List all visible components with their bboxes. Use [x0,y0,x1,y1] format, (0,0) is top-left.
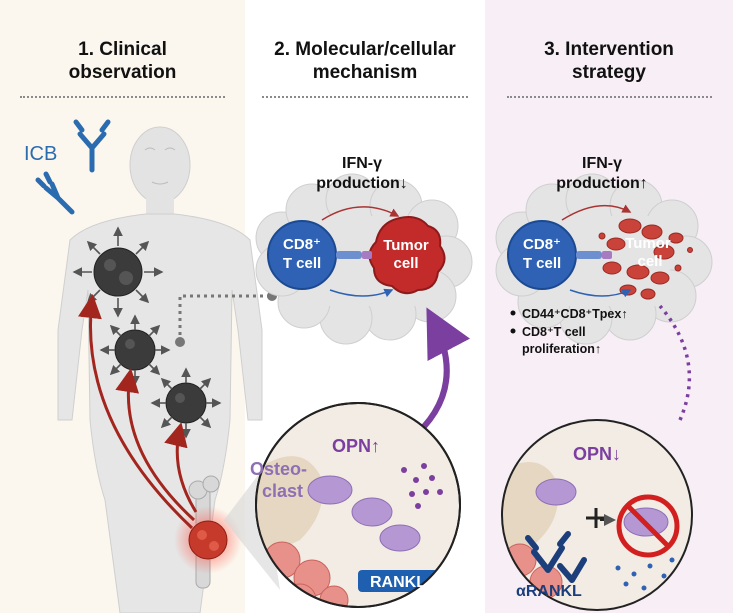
bullet-2-line1: CD8⁺T cell [522,325,586,339]
panel-2-title: 2. Molecular/cellular mechanism [274,39,456,83]
tumor-lung [72,226,164,318]
bone-niche-2 [255,402,461,608]
ifn-3-line2: production↑ [556,175,648,192]
ifn-2-line2: production↓ [316,175,408,192]
tumor-cell-3-line2: cell [637,253,662,270]
t-cell-2: CD8⁺ T cell [267,220,337,290]
bullet-dot-1 [510,310,516,316]
t-cell-2-line2: T cell [283,255,321,272]
tumor-cell-2-line1: Tumor [383,237,429,254]
synapse-arrows-3 [561,204,632,298]
opn-3-label: OPN↓ [573,444,621,464]
tumor-liver [99,314,171,386]
opn-dotted-arrow [658,304,692,421]
panel-1-divider [20,96,225,98]
osteoclast-line1: Osteo- [250,459,307,479]
ifn-3-line1: IFN-γ [582,155,622,172]
icb-label: ICB [24,143,57,165]
panel-3-divider [507,96,712,98]
tumor-cell-3-line1: Tumor [625,235,671,252]
bone-tumor [188,520,228,560]
tme-cloud-3 [495,173,713,345]
connector-dot-start [175,337,185,347]
bullet-dot-2 [510,328,516,334]
tumor-abdomen [150,367,222,439]
t-cell-3-line2: T cell [523,255,561,272]
t-cell-3: CD8⁺ T cell [507,220,577,290]
ifn-2-line1: IFN-γ [342,155,382,172]
panel-3-title: 3. Intervention strategy [544,39,674,83]
t-cell-3-line1: CD8⁺ [523,236,561,253]
prohibited-icon [616,494,680,558]
antibody-icon [35,119,111,215]
bullet-1: CD44⁺CD8⁺Tpex↑ [522,307,628,321]
bullet-2-line2: proliferation↑ [522,342,601,356]
osteoclast-line2: clast [262,481,303,501]
tumor-cell-2: Tumor cell [368,216,446,295]
tumor-cell-2-line2: cell [393,255,418,272]
metastasis-arrows [78,294,198,530]
tumor-cell-3-fragmented [598,218,693,300]
bone-niche-3 [501,419,693,611]
arankl-label: αRANKL [516,583,582,600]
panel-2-divider [262,96,468,98]
synapse-arrows-2 [321,206,400,298]
panel-1-title: 1. Clinical observation [68,39,177,83]
opn-2-label: OPN↑ [332,436,380,456]
rankl-label: RANKL [370,574,426,591]
t-cell-2-line1: CD8⁺ [283,236,321,253]
connector-dotted-line [178,294,270,342]
